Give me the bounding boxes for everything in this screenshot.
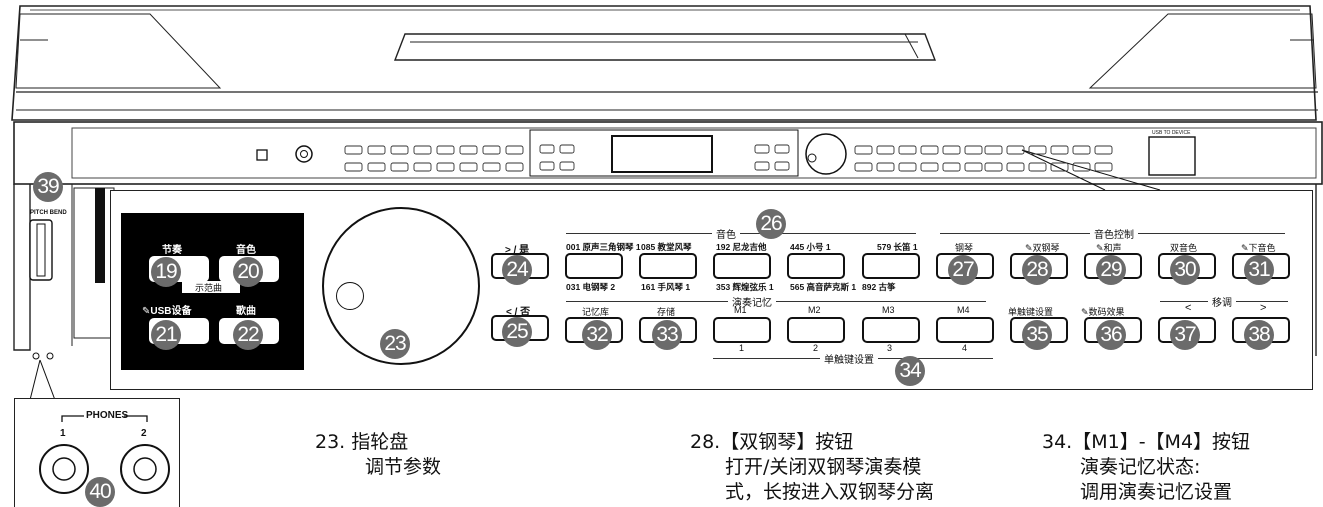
dsp-text: 数码效果	[1088, 307, 1125, 317]
callout-32: 32	[582, 320, 612, 350]
voice-control-title: 音色控制	[1090, 226, 1138, 241]
memory-m4-button[interactable]	[936, 317, 994, 343]
callout-33: 33	[652, 320, 682, 350]
one-touch-number-4: 4	[962, 343, 968, 353]
memory-m2-button[interactable]	[787, 317, 845, 343]
memory-store-label: 存储	[657, 307, 676, 317]
caption-28-line2: 式，长按进入双钢琴分离	[725, 481, 935, 503]
voice-label-top-5: 579 长笛 1	[877, 242, 918, 252]
voice-label: 音色	[236, 245, 256, 256]
voice-group-line	[566, 233, 916, 234]
voice-label-top-1: 001 原声三角钢琴 1	[566, 242, 641, 252]
voice-label-bottom-5: 892 古筝	[862, 282, 896, 292]
voice-label-bottom-1: 031 电钢琴 2	[566, 282, 616, 292]
callout-34: 34	[895, 356, 925, 386]
voice-group-title: 音色	[712, 226, 740, 241]
harmony-label: ✎和声	[1096, 243, 1122, 253]
caption-23-title: 23. 指轮盘	[315, 431, 409, 453]
callout-39: 39	[33, 172, 63, 202]
voice-button-3[interactable]	[713, 253, 771, 279]
zoomed-control-panel	[110, 190, 1313, 390]
memory-library-label: 记忆库	[582, 307, 610, 317]
memory-slot-label-4: M4	[957, 305, 970, 315]
voice-label-bottom-4: 565 高音萨克斯 1	[790, 282, 857, 292]
phones-jack-2-label: 2	[141, 428, 147, 439]
voice-button-5[interactable]	[862, 253, 920, 279]
usb-device-text: USB设备	[150, 306, 192, 317]
lower-voice-text: 下音色	[1248, 243, 1276, 253]
pitch-bend-label: PITCH BEND	[30, 210, 67, 216]
transpose-up-label: >	[1260, 302, 1267, 314]
yes-label: > / 是	[505, 245, 530, 256]
no-label: < / 否	[506, 307, 531, 318]
callout-27: 27	[948, 255, 978, 285]
callout-22: 22	[233, 320, 263, 350]
one-touch-number-2: 2	[813, 343, 819, 353]
voice-label-bottom-3: 353 辉煌弦乐 1	[716, 282, 774, 292]
one-touch-group-title: 单触键设置	[820, 351, 878, 366]
dial-finger-hole	[336, 282, 364, 310]
one-touch-number-3: 3	[887, 343, 893, 353]
song-label: 歌曲	[236, 306, 256, 317]
callout-37: 37	[1170, 320, 1200, 350]
caption-28-line1: 打开/关闭双钢琴演奏模	[725, 456, 922, 478]
callout-36: 36	[1096, 320, 1126, 350]
usb-device-label: ✎USB设备	[142, 306, 192, 317]
callout-23: 23	[380, 329, 410, 359]
voice-label-top-2: 085 教堂风琴	[641, 242, 692, 252]
memory-group-title: 演奏记忆	[728, 294, 776, 309]
voice-button-4[interactable]	[787, 253, 845, 279]
callout-25: 25	[502, 317, 532, 347]
memory-group-line	[566, 301, 986, 302]
usb-to-device-label: USB TO DEVICE	[1152, 130, 1191, 136]
demo-label: 示范曲	[195, 283, 223, 293]
lower-voice-label: ✎下音色	[1241, 243, 1276, 253]
memory-m1-button[interactable]	[713, 317, 771, 343]
callout-26: 26	[756, 209, 786, 239]
caption-34-line2: 调用演奏记忆设置	[1080, 481, 1233, 503]
one-touch-number-1: 1	[739, 343, 745, 353]
callout-24: 24	[502, 255, 532, 285]
harmony-text: 和声	[1103, 243, 1122, 253]
phones-bracket	[39, 415, 170, 494]
callout-29: 29	[1096, 255, 1126, 285]
duo-label: ✎双钢琴	[1025, 243, 1060, 253]
rhythm-label: 节奏	[162, 245, 182, 256]
duo-text: 双钢琴	[1032, 243, 1060, 253]
demo-label-box	[182, 281, 240, 293]
memory-slot-label-2: M2	[808, 305, 821, 315]
callout-31: 31	[1244, 255, 1274, 285]
transpose-title: 移调	[1208, 294, 1236, 309]
callout-38: 38	[1244, 320, 1274, 350]
callout-20: 20	[233, 257, 263, 287]
transpose-down-label: <	[1185, 302, 1192, 314]
dsp-label: ✎数码效果	[1081, 307, 1125, 317]
memory-m3-button[interactable]	[862, 317, 920, 343]
caption-23-body: 调节参数	[365, 456, 442, 478]
voice-button-2[interactable]	[639, 253, 697, 279]
callout-28: 28	[1022, 255, 1052, 285]
memory-slot-label-3: M3	[882, 305, 895, 315]
caption-34-title: 34.【M1】-【M4】按钮	[1042, 431, 1251, 453]
phones-label: PHONES	[86, 410, 129, 421]
phones-jack-1-label: 1	[60, 428, 66, 439]
callout-21: 21	[151, 320, 181, 350]
caption-34-line1: 演奏记忆状态:	[1080, 456, 1201, 478]
callout-35: 35	[1022, 320, 1052, 350]
callout-30: 30	[1170, 255, 1200, 285]
voice-label-top-3: 192 尼龙吉他	[716, 242, 767, 252]
voice-label-top-4: 445 小号 1	[790, 242, 831, 252]
voice-label-bottom-2: 161 手风琴 1	[641, 282, 691, 292]
one-touch-setting-label: 单触键设置	[1008, 307, 1054, 317]
piano-label: 钢琴	[955, 243, 974, 253]
voice-button-1[interactable]	[565, 253, 623, 279]
caption-28-title: 28.【双钢琴】按钮	[690, 431, 854, 453]
memory-slot-label-1: M1	[734, 305, 747, 315]
dual-voice-label: 双音色	[1170, 243, 1198, 253]
callout-19: 19	[151, 257, 181, 287]
callout-40: 40	[85, 477, 115, 507]
